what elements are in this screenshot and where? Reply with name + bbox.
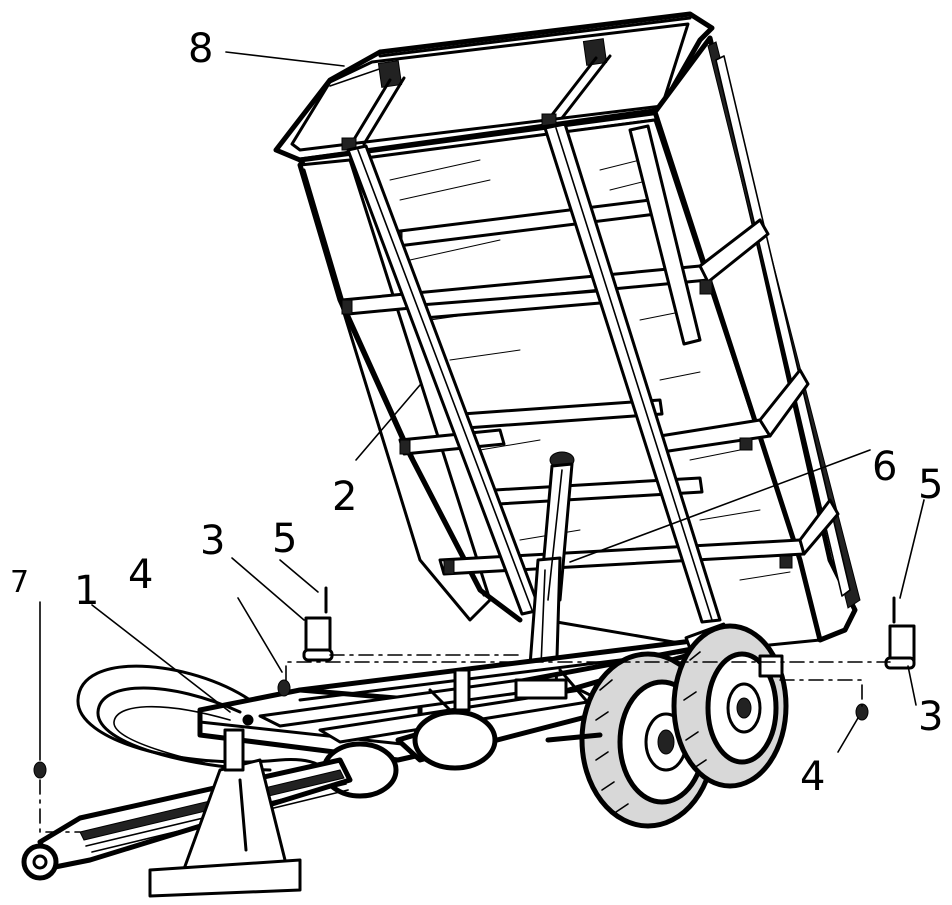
part-3-pin-left <box>302 616 334 662</box>
callout-2: 2 <box>332 474 357 520</box>
callout-3-right: 3 <box>918 694 943 740</box>
callout-3-left: 3 <box>200 518 225 564</box>
callout-4-right: 4 <box>800 754 825 800</box>
callout-5-left: 5 <box>272 516 297 562</box>
callout-6: 6 <box>872 444 897 490</box>
callout-labels: 8 2 6 1 4 3 5 7 5 3 4 <box>10 26 943 800</box>
part-7-bolt <box>33 761 47 779</box>
part-4-nut-right <box>855 703 869 721</box>
assembly-lines <box>39 654 891 833</box>
wheel-rear <box>671 623 789 789</box>
body-ribs <box>340 198 840 576</box>
callout-7: 7 <box>10 565 29 600</box>
leader-lines <box>39 51 925 761</box>
tipper-body <box>273 11 861 652</box>
part-3-pin-right <box>884 624 916 670</box>
callout-8: 8 <box>188 26 213 72</box>
part-4-nut-left <box>277 679 291 697</box>
drawbar <box>21 664 353 898</box>
callout-4-left: 4 <box>128 552 153 598</box>
callout-5-right: 5 <box>918 462 943 508</box>
callout-1: 1 <box>74 568 99 614</box>
